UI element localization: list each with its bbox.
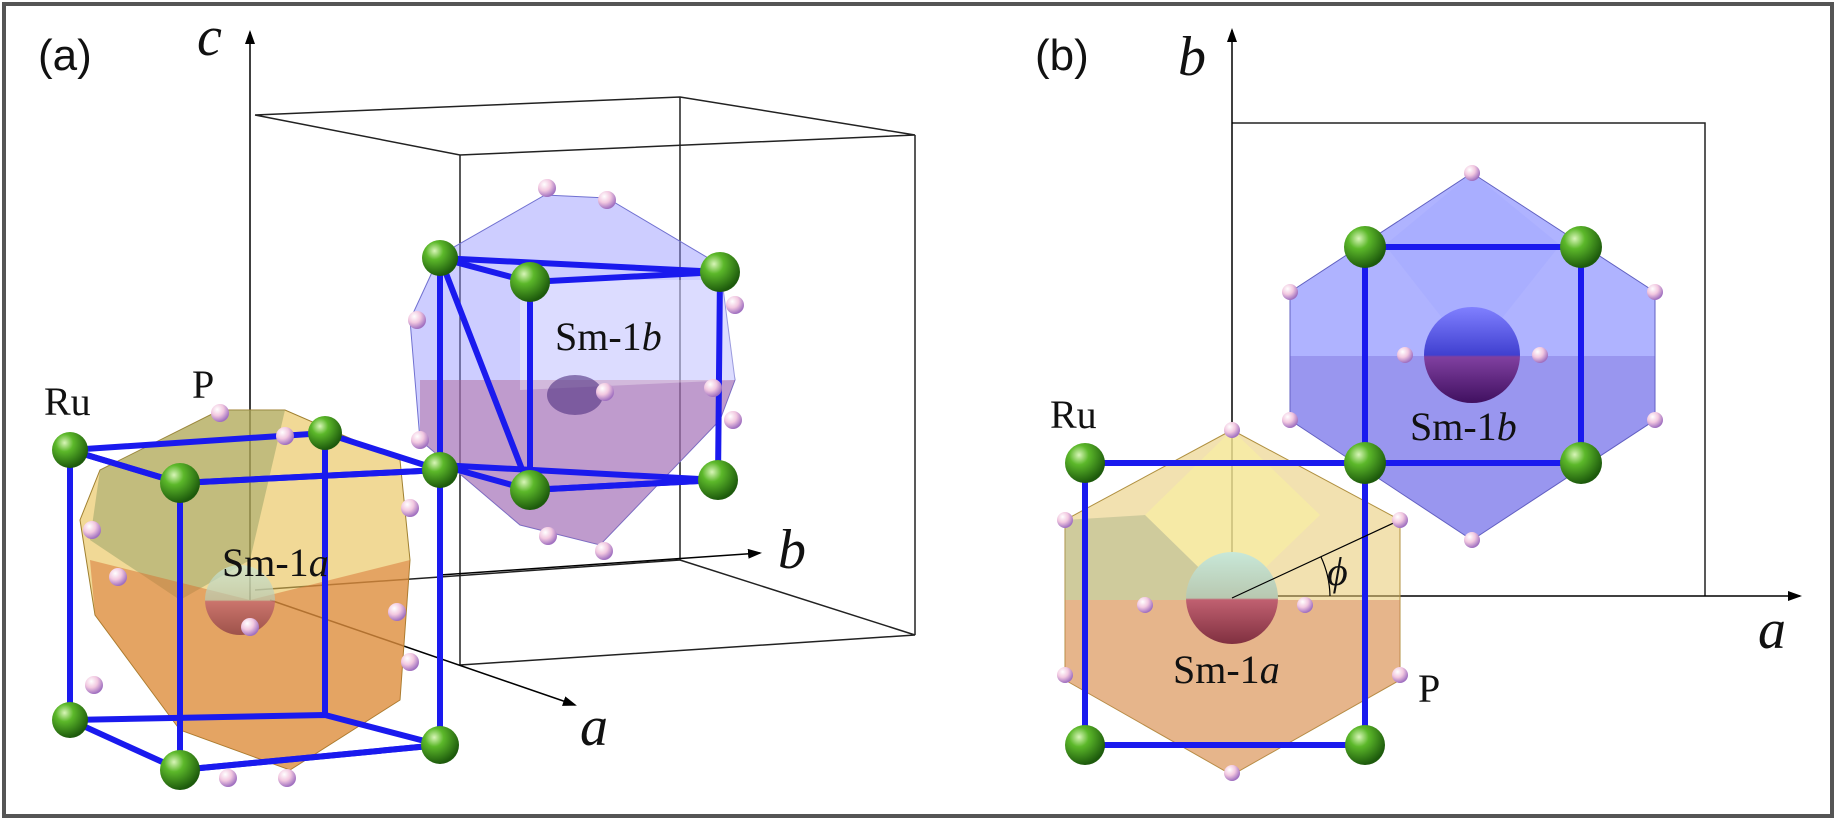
ru-atom xyxy=(700,252,740,292)
ru-atom xyxy=(1344,226,1386,268)
p-atom xyxy=(1392,667,1408,683)
ru-label-b: Ru xyxy=(1050,392,1097,437)
sm-1b-label-b: Sm-1b xyxy=(1410,404,1517,449)
ru-atoms-a xyxy=(52,240,740,790)
panel-b-label: (b) xyxy=(1035,31,1089,80)
ru-atom xyxy=(510,262,550,302)
p-atom xyxy=(401,499,419,517)
ru-atoms-b xyxy=(1065,226,1602,765)
p-atom xyxy=(219,769,237,787)
p-atom xyxy=(276,427,294,445)
p-atom xyxy=(539,527,557,545)
p-atom xyxy=(1532,347,1548,363)
p-atom xyxy=(1224,765,1240,781)
p-atom xyxy=(411,431,429,449)
ru-atom xyxy=(1065,725,1105,765)
p-atom xyxy=(1057,667,1073,683)
p-atom xyxy=(1647,284,1663,300)
p-atom xyxy=(1282,284,1298,300)
p-atom xyxy=(1392,512,1408,528)
p-label-a: P xyxy=(192,362,214,407)
sm-1b-polyhedron-a xyxy=(409,194,736,546)
sm-1b-polyhedron-b xyxy=(1289,172,1656,541)
p-label-b: P xyxy=(1418,666,1440,711)
p-atom xyxy=(388,603,406,621)
axis-b-label-b: b xyxy=(1178,26,1206,88)
axis-a-label: a xyxy=(580,696,608,758)
p-atom xyxy=(278,769,296,787)
p-atom xyxy=(83,521,101,539)
p-atom xyxy=(85,676,103,694)
p-atom xyxy=(1297,597,1313,613)
axis-c-label: c xyxy=(197,6,222,68)
p-atom xyxy=(1647,412,1663,428)
ru-atom xyxy=(52,432,88,468)
p-atom xyxy=(596,383,614,401)
panel-a: (a) c b a xyxy=(38,6,916,790)
ru-atom xyxy=(510,470,550,510)
axis-b-arrow xyxy=(439,548,762,576)
ru-atom xyxy=(52,702,88,738)
panel-a-label: (a) xyxy=(38,31,92,80)
panel-b: (b) b a ϕ xyxy=(1035,26,1802,781)
ru-atom xyxy=(422,452,458,488)
ru-atom xyxy=(1560,442,1602,484)
p-atom xyxy=(211,404,229,422)
p-atom xyxy=(724,411,742,429)
p-atoms-b xyxy=(1057,165,1663,781)
p-atom xyxy=(109,568,127,586)
ru-atom xyxy=(1344,442,1386,484)
ru-square-a xyxy=(1082,460,1368,748)
ru-atom xyxy=(422,240,458,276)
ru-atom xyxy=(698,460,738,500)
axis-b-label: b xyxy=(778,519,806,581)
ru-atom xyxy=(308,416,342,450)
ru-atom xyxy=(160,463,200,503)
sm-1a-label-b: Sm-1a xyxy=(1173,647,1280,692)
sm-1a-polyhedron-b xyxy=(1064,429,1401,776)
ru-atom xyxy=(1560,226,1602,268)
p-atom xyxy=(1464,532,1480,548)
p-atoms-a xyxy=(83,179,744,787)
p-atom xyxy=(1224,422,1240,438)
p-atom xyxy=(538,179,556,197)
p-atom xyxy=(241,618,259,636)
p-atom xyxy=(1464,165,1480,181)
p-atom xyxy=(1137,597,1153,613)
sm-1a-label-a: Sm-1a xyxy=(222,540,329,585)
ru-atom xyxy=(421,726,459,764)
phi-label: ϕ xyxy=(1327,549,1348,594)
sm-1b-atom xyxy=(1424,307,1520,403)
ru-label-a: Ru xyxy=(44,379,91,424)
p-atom xyxy=(704,379,722,397)
p-atom xyxy=(595,542,613,560)
p-atom xyxy=(598,191,616,209)
sm-1b-label-a: Sm-1b xyxy=(555,314,662,359)
p-atom xyxy=(1397,347,1413,363)
p-atom xyxy=(1057,512,1073,528)
p-atom xyxy=(1282,412,1298,428)
ru-square-b xyxy=(1362,244,1584,466)
ru-atom xyxy=(160,750,200,790)
p-atom xyxy=(726,296,744,314)
p-atom xyxy=(401,653,419,671)
ru-atom xyxy=(1065,443,1105,483)
phi-line xyxy=(1231,519,1401,599)
p-atom xyxy=(408,311,426,329)
ru-atom xyxy=(1345,725,1385,765)
unit-cell-box-b xyxy=(1232,122,1706,596)
phi-arc xyxy=(1320,556,1331,597)
axis-a-label-b: a xyxy=(1758,599,1786,661)
